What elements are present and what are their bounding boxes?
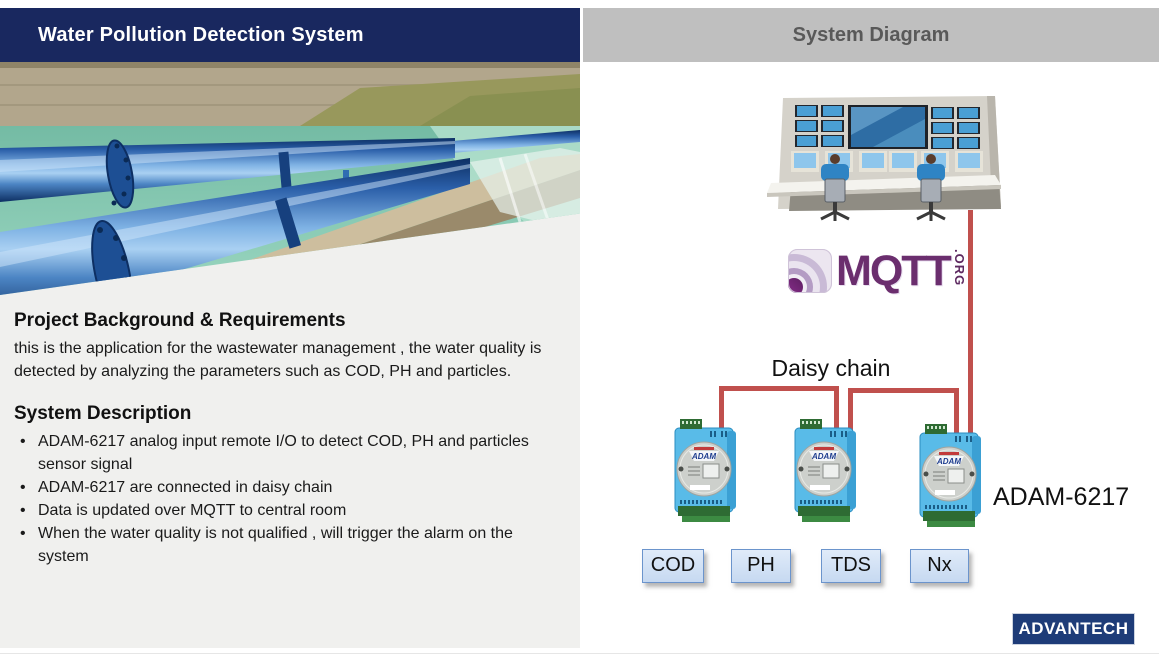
sensor-box-cod: COD — [642, 549, 704, 583]
bullet-item: ADAM-6217 analog input remote I/O to det… — [14, 430, 562, 476]
wire-drop-device2-left — [834, 386, 839, 432]
device-face-label: ADAM — [811, 452, 836, 461]
wire-drop-device3 — [954, 388, 959, 441]
control-room-illustration — [767, 96, 1001, 221]
bullet-item: ADAM-6217 are connected in daisy chain — [14, 476, 562, 499]
operator-figure — [820, 154, 850, 221]
description-heading: System Description — [14, 403, 192, 424]
bullet-item: When the water quality is not qualified … — [14, 522, 562, 568]
device-face-label: ADAM — [691, 452, 716, 461]
wire-drop-device1 — [719, 386, 724, 432]
sensor-box-nx: Nx — [910, 549, 969, 583]
slide-title-bar: Water Pollution Detection System — [0, 8, 580, 62]
diagram-title: System Diagram — [792, 24, 950, 46]
adam-device-1: ADAM — [674, 419, 736, 522]
background-paragraph: this is the application for the wastewat… — [14, 340, 542, 380]
mqtt-logo-text: MQTT — [836, 247, 952, 295]
daisy-chain-label: Daisy chain — [771, 355, 891, 381]
slide-bottom-edge — [0, 653, 1159, 654]
mqtt-signal-icon — [788, 249, 832, 293]
bullet-item: Data is updated over MQTT to central roo… — [14, 499, 562, 522]
sensor-box-ph: PH — [731, 549, 791, 583]
wire-drop-device2-right — [848, 388, 853, 432]
operator-figure — [916, 154, 946, 221]
adam-device-2: ADAM — [794, 419, 856, 522]
wire-controlroom-to-device3 — [968, 210, 973, 443]
wire-daisy-segment2 — [848, 388, 959, 393]
background-heading: Project Background & Requirements — [14, 310, 346, 331]
main-screen — [848, 105, 928, 149]
wire-daisy-segment1 — [719, 386, 839, 391]
mqtt-org-text: .ORG — [951, 249, 967, 287]
sensor-box-tds: TDS — [821, 549, 881, 583]
left-text-block: Project Background & Requirements this i… — [14, 310, 562, 568]
adam-device-3: ADAM — [919, 424, 981, 527]
advantech-logo: ADVANTECH — [1012, 613, 1135, 645]
monitor-wall-right — [931, 107, 980, 149]
device-face-label: ADAM — [936, 457, 961, 466]
mqtt-logo: MQTT .ORG — [788, 248, 967, 294]
adam-model-label: ADAM-6217 — [993, 483, 1130, 511]
monitor-wall-left — [795, 105, 844, 147]
diagram-title-bar: System Diagram — [583, 8, 1159, 62]
description-bullet-list: ADAM-6217 analog input remote I/O to det… — [14, 430, 562, 568]
slide-title: Water Pollution Detection System — [38, 24, 364, 46]
